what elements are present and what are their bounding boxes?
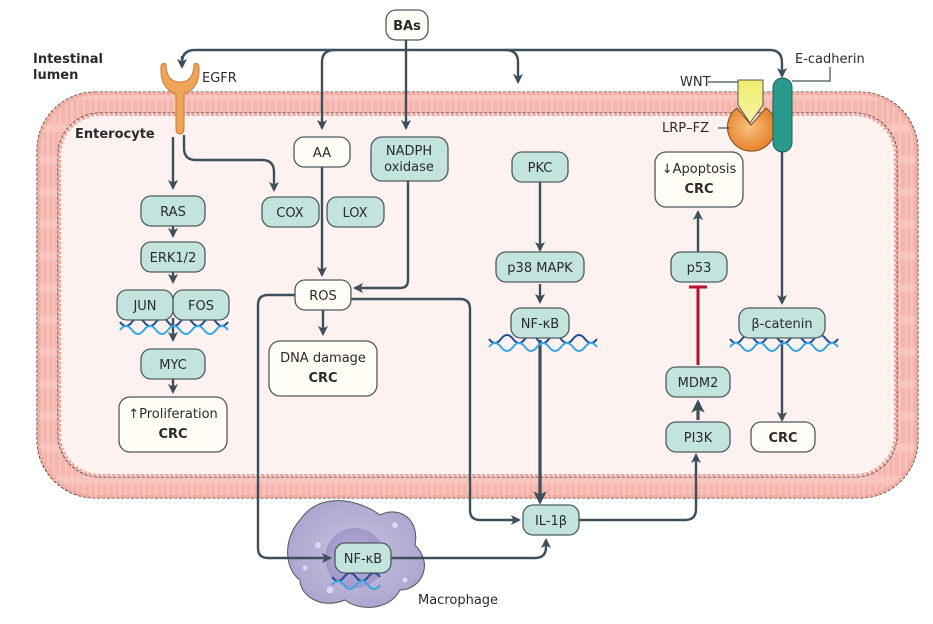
node-ros-label: ROS bbox=[309, 289, 337, 304]
node-mdm2: MDM2 bbox=[665, 366, 731, 398]
node-apoptosis-label: ↓Apoptosis bbox=[662, 162, 737, 177]
node-bas-label: BAs bbox=[393, 19, 421, 34]
node-jun: JUN bbox=[116, 289, 174, 321]
node-crc-right-label: CRC bbox=[768, 431, 797, 446]
node-cox-label: COX bbox=[276, 206, 303, 221]
node-nadph-oxidase: NADPH oxidase bbox=[370, 136, 449, 182]
node-aa-label: AA bbox=[313, 146, 331, 161]
node-jun-label: JUN bbox=[132, 299, 156, 314]
node-ras-label: RAS bbox=[160, 205, 186, 220]
node-il1b-label: IL-1β bbox=[535, 514, 567, 529]
node-dna-damage-label: DNA damage bbox=[280, 351, 366, 366]
node-nfkb-macrophage: NF-κB bbox=[334, 542, 392, 574]
dna-helix-macrophage bbox=[331, 572, 381, 590]
node-ras: RAS bbox=[140, 195, 206, 227]
node-beta-catenin: β-catenin bbox=[738, 307, 826, 339]
node-bas: BAs bbox=[385, 9, 429, 41]
node-mdm2-label: MDM2 bbox=[678, 376, 719, 391]
node-apoptosis-crc-label: CRC bbox=[684, 182, 713, 197]
node-lox: LOX bbox=[326, 196, 385, 228]
node-pkc: PKC bbox=[511, 151, 569, 183]
node-erk-label: ERK1/2 bbox=[150, 251, 197, 266]
node-nadph-label: NADPH bbox=[386, 144, 432, 159]
egfr-receptor-icon bbox=[160, 63, 200, 135]
wnt-ligand-icon bbox=[737, 79, 764, 124]
macrophage-label: Macrophage bbox=[418, 593, 498, 608]
enterocyte-label: Enterocyte bbox=[75, 127, 155, 142]
node-p53: p53 bbox=[670, 251, 728, 283]
e-cadherin-leader bbox=[792, 67, 831, 82]
egfr-label: EGFR bbox=[202, 71, 237, 86]
node-aa: AA bbox=[293, 136, 351, 168]
node-erk: ERK1/2 bbox=[140, 241, 206, 273]
intestinal-lumen-label: Intestinal bbox=[33, 52, 103, 67]
lrp-fz-label: LRP–FZ bbox=[662, 121, 709, 136]
e-cadherin-label: E-cadherin bbox=[795, 52, 865, 67]
node-myc: MYC bbox=[140, 348, 206, 380]
node-cox: COX bbox=[261, 196, 320, 228]
node-nfkb-cell: NF-κB bbox=[510, 307, 570, 339]
node-p53-label: p53 bbox=[687, 261, 712, 276]
node-nfkb-macrophage-label: NF-κB bbox=[344, 552, 382, 567]
node-pkc-label: PKC bbox=[528, 161, 553, 176]
node-apoptosis-crc: ↓Apoptosis CRC bbox=[654, 151, 744, 208]
node-p38-mapk: p38 MAPK bbox=[495, 251, 585, 283]
dna-helix-nfkb bbox=[488, 334, 598, 352]
node-fos-label: FOS bbox=[188, 299, 214, 314]
inhibition-mdm2-p53 bbox=[689, 285, 707, 365]
intestinal-lumen-label-2: lumen bbox=[33, 68, 78, 83]
node-nfkb-cell-label: NF-κB bbox=[521, 317, 559, 332]
node-oxidase-label: oxidase bbox=[384, 160, 434, 175]
node-pi3k-label: PI3K bbox=[684, 431, 713, 446]
node-fos: FOS bbox=[172, 289, 230, 321]
node-pi3k: PI3K bbox=[665, 421, 731, 453]
node-beta-catenin-label: β-catenin bbox=[751, 317, 812, 332]
node-ros: ROS bbox=[294, 279, 352, 311]
e-cadherin-icon bbox=[772, 77, 793, 153]
node-p38-label: p38 MAPK bbox=[507, 261, 573, 276]
wnt-label: WNT bbox=[680, 75, 711, 90]
node-dna-damage-crc: DNA damage CRC bbox=[268, 340, 378, 397]
node-lox-label: LOX bbox=[342, 206, 367, 221]
connections bbox=[167, 40, 788, 564]
node-dna-damage-crc-label: CRC bbox=[308, 371, 337, 386]
node-proliferation-crc-label: CRC bbox=[158, 427, 187, 442]
node-proliferation-crc: ↑Proliferation CRC bbox=[118, 396, 228, 453]
node-proliferation-label: ↑Proliferation bbox=[128, 407, 218, 422]
node-crc-right: CRC bbox=[750, 421, 816, 453]
node-myc-label: MYC bbox=[159, 358, 187, 373]
node-il1b: IL-1β bbox=[522, 504, 580, 536]
